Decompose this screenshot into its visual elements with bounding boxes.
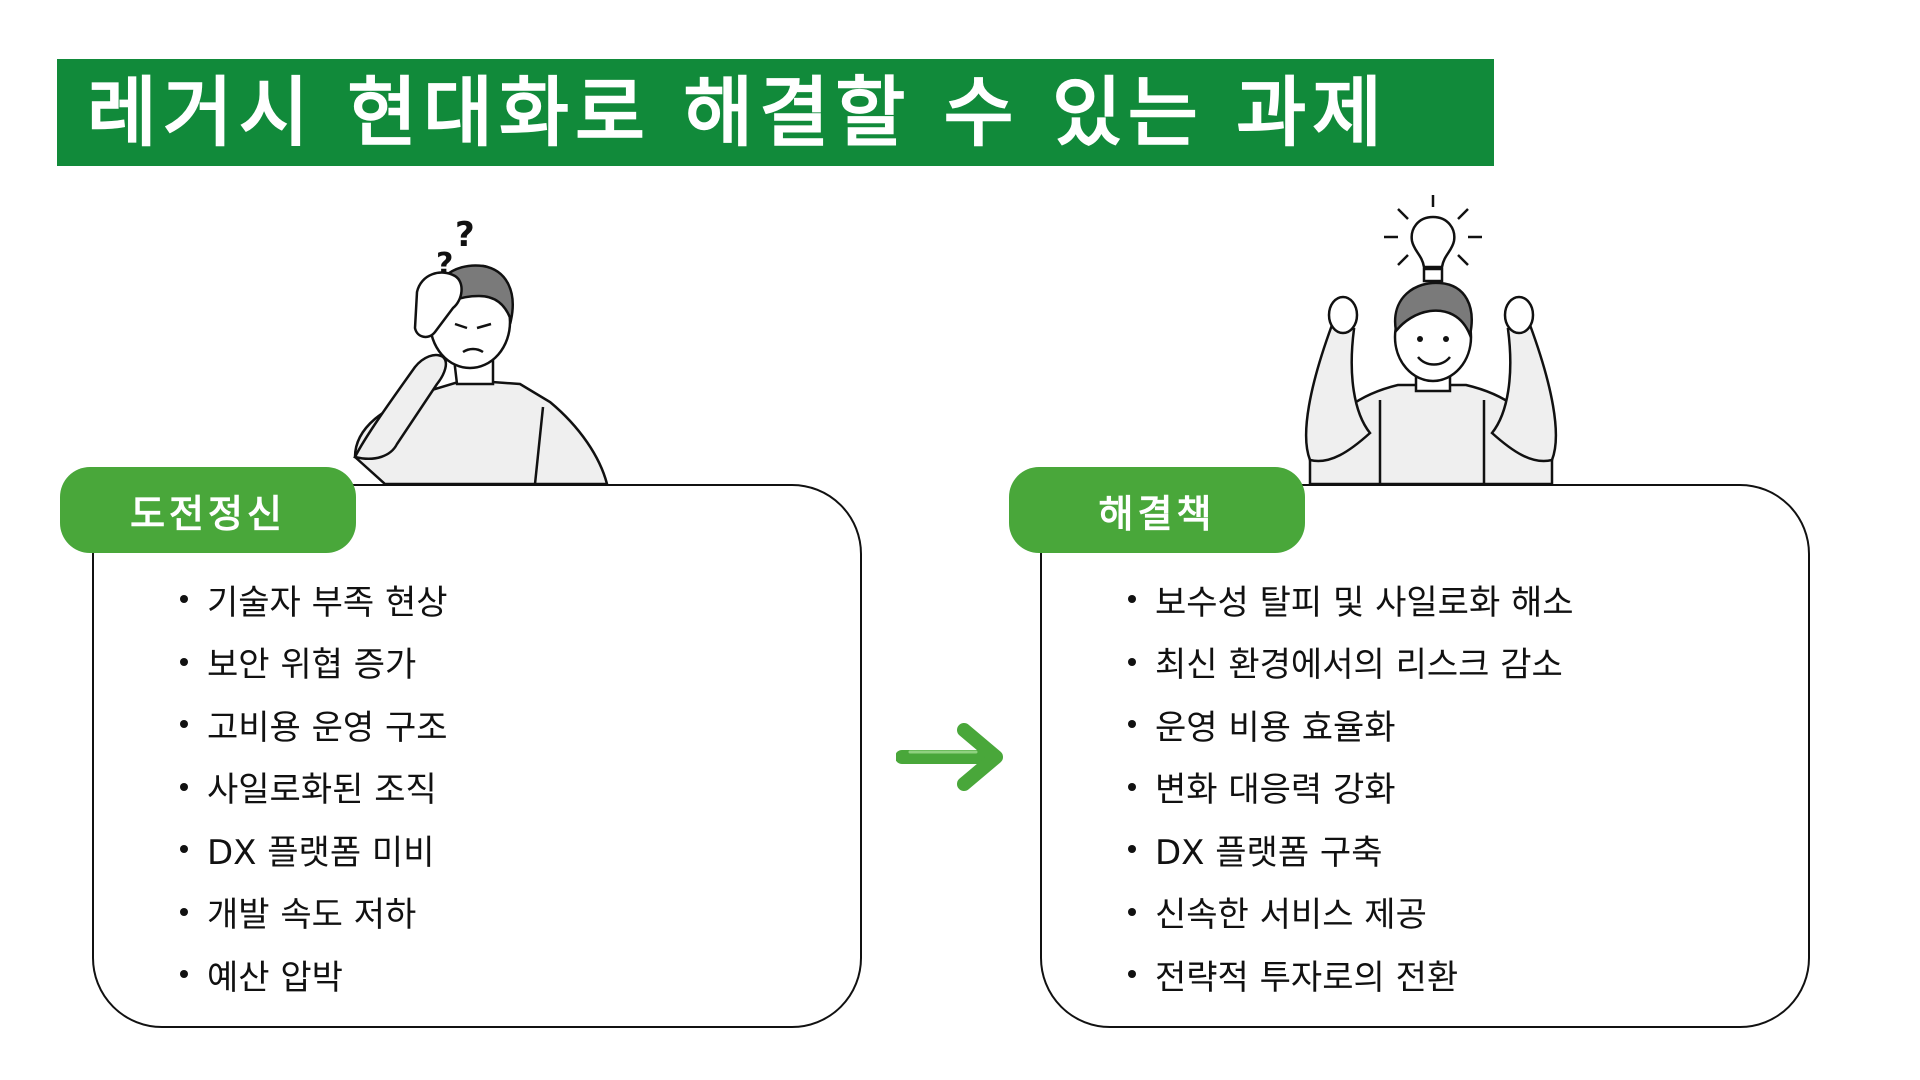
- solutions-tab: 해결책: [1009, 467, 1305, 553]
- idea-person-icon: [1304, 195, 1558, 484]
- solutions-list: 보수성 탈피 및 사일로화 해소 최신 환경에서의 리스크 감소 운영 비용 효…: [1128, 568, 1574, 1006]
- list-item-label: 고비용 운영 구조: [207, 707, 448, 748]
- bullet-icon: [1128, 907, 1136, 916]
- list-item-label: 기술자 부족 현상: [207, 582, 448, 623]
- list-item: 최신 환경에서의 리스크 감소: [1128, 631, 1574, 694]
- challenges-list: 기술자 부족 현상 보안 위협 증가 고비용 운영 구조 사일로화된 조직 DX…: [180, 568, 448, 1006]
- bullet-icon: [1128, 595, 1136, 604]
- list-item-label: 운영 비용 효율화: [1155, 707, 1396, 748]
- list-item: 사일로화된 조직: [180, 756, 448, 819]
- list-item-label: 변화 대응력 강화: [1155, 770, 1396, 811]
- bullet-icon: [1128, 657, 1136, 666]
- bullet-icon: [1128, 720, 1136, 729]
- list-item-label: 보안 위협 증가: [207, 645, 417, 686]
- list-item: DX 플랫폼 미비: [180, 818, 448, 881]
- list-item: 운영 비용 효율화: [1128, 693, 1574, 756]
- bullet-icon: [180, 970, 188, 979]
- confused-person-icon: ? ? ?: [353, 215, 609, 484]
- bullet-icon: [1128, 845, 1136, 854]
- bullet-icon: [180, 720, 188, 729]
- list-item: 보수성 탈피 및 사일로화 해소: [1128, 568, 1574, 631]
- list-item: 예산 압박: [180, 943, 448, 1006]
- page-title: 레거시 현대화로 해결할 수 있는 과제: [87, 67, 1389, 157]
- question-mark: ?: [455, 215, 475, 255]
- list-item-label: DX 플랫폼 구축: [1155, 832, 1383, 873]
- bullet-icon: [180, 907, 188, 916]
- list-item: 보안 위협 증가: [180, 631, 448, 694]
- list-item: 전략적 투자로의 전환: [1128, 943, 1574, 1006]
- list-item-label: 사일로화된 조직: [207, 770, 437, 811]
- list-item-label: 보수성 탈피 및 사일로화 해소: [1155, 582, 1574, 623]
- challenges-panel: [92, 484, 862, 1028]
- list-item-label: 최신 환경에서의 리스크 감소: [1155, 645, 1563, 686]
- list-item-label: 신속한 서비스 제공: [1155, 895, 1427, 936]
- list-item: 고비용 운영 구조: [180, 693, 448, 756]
- list-item-label: 전략적 투자로의 전환: [1155, 957, 1459, 998]
- bullet-icon: [180, 782, 188, 791]
- list-item: 개발 속도 저하: [180, 881, 448, 944]
- list-item-label: DX 플랫폼 미비: [207, 832, 435, 873]
- list-item: 신속한 서비스 제공: [1128, 881, 1574, 944]
- list-item-label: 예산 압박: [207, 957, 343, 998]
- bullet-icon: [180, 595, 188, 604]
- arrow-right-icon: [896, 723, 1003, 791]
- solutions-panel: [1040, 484, 1810, 1028]
- light-bulb-icon: [1384, 195, 1482, 283]
- list-item: 변화 대응력 강화: [1128, 756, 1574, 819]
- bullet-icon: [180, 845, 188, 854]
- challenges-tab: 도전정신: [60, 467, 356, 553]
- title-banner: 레거시 현대화로 해결할 수 있는 과제: [57, 59, 1494, 166]
- list-item: 기술자 부족 현상: [180, 568, 448, 631]
- list-item-label: 개발 속도 저하: [207, 895, 417, 936]
- bullet-icon: [1128, 782, 1136, 791]
- bullet-icon: [1128, 970, 1136, 979]
- list-item: DX 플랫폼 구축: [1128, 818, 1574, 881]
- bullet-icon: [180, 657, 188, 666]
